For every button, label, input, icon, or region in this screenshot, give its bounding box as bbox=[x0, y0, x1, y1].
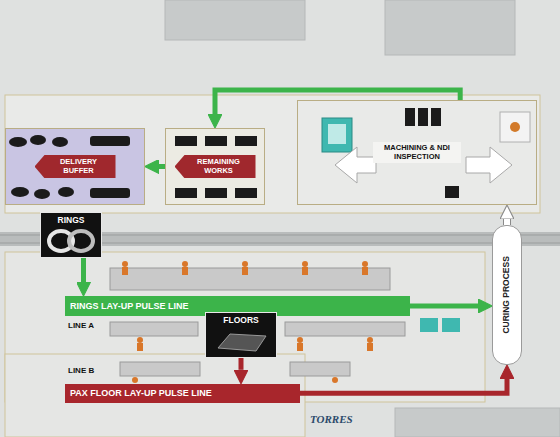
logo-text: TORRES bbox=[310, 413, 353, 425]
machining-area: MACHINING & NDI INSPECTION bbox=[297, 100, 537, 205]
line-label: LINE A bbox=[68, 321, 94, 330]
flow-arrow-line bbox=[81, 258, 86, 282]
flow-arrow bbox=[410, 306, 478, 307]
remaining-works-area: REMAINING WORKS bbox=[165, 128, 265, 205]
line-label: LINE B bbox=[68, 366, 94, 375]
flow-arrow-line bbox=[239, 358, 244, 370]
input-label: FLOORS bbox=[223, 316, 258, 326]
flow-arrow bbox=[241, 358, 242, 370]
floor-panel-icon bbox=[212, 330, 270, 354]
pulse-line-band: PAX FLOOR LAY-UP PULSE LINE bbox=[65, 384, 300, 403]
area-label: DELIVERY BUFFER bbox=[35, 155, 116, 178]
line-label: RINGS LAY-UP PULSE LINE bbox=[70, 301, 189, 311]
area-label: REMAINING WORKS bbox=[175, 155, 256, 178]
flow-arrow-line bbox=[300, 379, 507, 393]
flow-arrow bbox=[83, 258, 84, 282]
line-label: PAX FLOOR LAY-UP PULSE LINE bbox=[70, 388, 212, 398]
input-label: RINGS bbox=[58, 216, 85, 226]
flow-arrow bbox=[215, 90, 460, 114]
flow-arrow-line bbox=[215, 90, 460, 114]
delivery-buffer-area: DELIVERY BUFFER bbox=[5, 128, 145, 205]
rings-icon bbox=[45, 228, 97, 254]
flow-arrow bbox=[300, 379, 507, 393]
area-label: MACHINING & NDI INSPECTION bbox=[373, 142, 461, 163]
curing-band: CURING PROCESS bbox=[492, 225, 522, 365]
flow-arrow-line bbox=[410, 304, 478, 309]
process-label: CURING PROCESS bbox=[502, 256, 512, 333]
